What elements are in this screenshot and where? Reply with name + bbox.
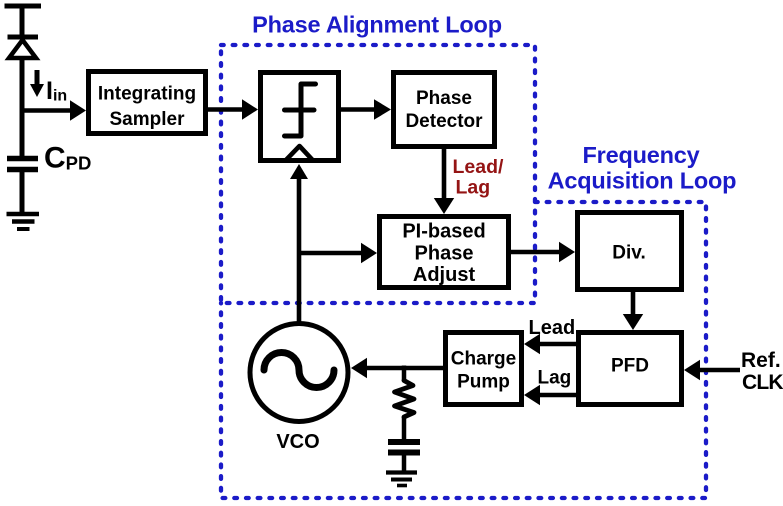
- svg-text:Adjust: Adjust: [413, 264, 476, 286]
- svg-text:Frequency: Frequency: [582, 142, 699, 168]
- svg-text:Detector: Detector: [405, 111, 483, 132]
- svg-text:Div.: Div.: [612, 243, 645, 264]
- svg-text:Phase: Phase: [416, 88, 472, 109]
- svg-text:Sampler: Sampler: [110, 109, 186, 130]
- svg-text:Phase Alignment Loop: Phase Alignment Loop: [252, 12, 502, 38]
- svg-text:Pump: Pump: [457, 372, 510, 393]
- svg-text:Lag: Lag: [456, 177, 491, 199]
- svg-text:Phase: Phase: [415, 243, 474, 265]
- svg-text:CLK: CLK: [742, 371, 783, 394]
- svg-text:Lead/: Lead/: [453, 156, 505, 178]
- svg-text:VCO: VCO: [276, 431, 319, 453]
- svg-text:Acquisition Loop: Acquisition Loop: [548, 168, 737, 194]
- svg-text:PI-based: PI-based: [402, 221, 485, 243]
- svg-text:Ref.: Ref.: [741, 349, 781, 372]
- svg-text:Charge: Charge: [451, 349, 516, 370]
- svg-text:Integrating: Integrating: [98, 84, 196, 105]
- svg-text:PFD: PFD: [611, 356, 649, 377]
- svg-text:Lead: Lead: [529, 317, 576, 339]
- svg-text:Lag: Lag: [538, 368, 572, 389]
